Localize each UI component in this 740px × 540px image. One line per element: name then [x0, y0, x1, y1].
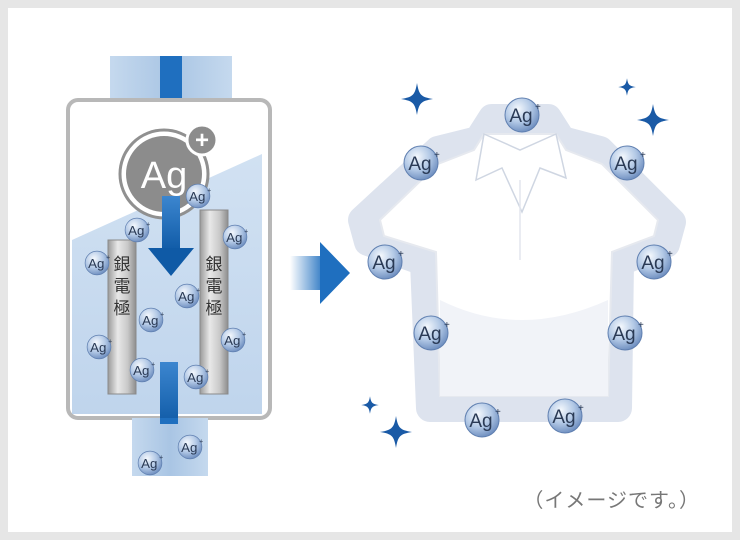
silver-ion: Ag+ — [367, 244, 404, 280]
silver-ion: Ag+ — [138, 307, 164, 333]
chamber-ions: Ag+Ag+Ag+Ag+Ag+Ag+Ag+Ag+Ag+Ag+Ag+Ag+ — [84, 183, 248, 476]
silver-ion: Ag+ — [413, 315, 450, 351]
ion-label: Ag — [612, 324, 635, 345]
ion-charge: + — [242, 332, 246, 339]
ion-charge: + — [638, 320, 644, 331]
ion-charge: + — [244, 229, 248, 236]
ion-label: Ag — [509, 106, 532, 127]
arrow-right-icon — [290, 242, 350, 304]
ion-charge: + — [667, 249, 673, 260]
electrode-label-right-3: 極 — [206, 299, 223, 319]
ion-charge: + — [535, 102, 541, 113]
silver-ion: Ag+ — [220, 327, 246, 353]
ion-label: Ag — [187, 370, 203, 385]
ion-label: Ag — [408, 154, 431, 175]
ion-label: Ag — [142, 313, 158, 328]
ion-charge: + — [196, 288, 200, 295]
caption: （イメージです。） — [523, 488, 700, 512]
silver-ion: Ag+ — [183, 364, 209, 390]
ion-generator: 銀 電 極 銀 電 極 Ag + Ag+Ag+Ag+Ag+Ag+Ag+Ag+Ag… — [66, 56, 272, 476]
sparkle-icon — [401, 83, 433, 115]
silver-ion: Ag+ — [636, 244, 673, 280]
ion-charge: + — [205, 369, 209, 376]
silver-ion: Ag+ — [84, 250, 110, 276]
ion-charge: + — [398, 249, 404, 260]
ion-charge: + — [160, 312, 164, 319]
silver-symbol-text: Ag — [141, 155, 187, 197]
ion-label: Ag — [189, 189, 205, 204]
ion-charge: + — [146, 222, 150, 229]
sparkle-icon — [380, 416, 412, 448]
electrode-label-left-1: 銀 — [114, 255, 131, 275]
ion-charge: + — [108, 339, 112, 346]
ion-label: Ag — [133, 363, 149, 378]
ion-charge: + — [434, 150, 440, 161]
sparkle-icon — [361, 396, 379, 414]
ion-label: Ag — [372, 253, 395, 274]
silver-ion: Ag+ — [504, 97, 541, 133]
shirt-collar — [475, 132, 568, 214]
ion-label: Ag — [224, 333, 240, 348]
sparkle-icon — [637, 104, 669, 136]
shirt-shading — [440, 300, 608, 396]
silver-symbol: Ag + — [118, 123, 219, 220]
ion-charge: + — [151, 362, 155, 369]
silver-ion: Ag+ — [609, 145, 646, 181]
ion-charge: + — [495, 407, 501, 418]
ion-label: Ag — [418, 324, 441, 345]
shirt-illustration — [348, 104, 686, 422]
ion-label: Ag — [552, 407, 575, 428]
ion-label: Ag — [641, 253, 664, 274]
electrode-label-right-1: 銀 — [206, 255, 223, 275]
ion-charge: + — [578, 403, 584, 414]
silver-ion: Ag+ — [547, 398, 584, 434]
electrode-label-left-2: 電 — [114, 277, 131, 297]
electrode-label-left-3: 極 — [114, 299, 131, 319]
silver-ion: Ag+ — [185, 183, 211, 209]
ion-charge: + — [207, 188, 211, 195]
silver-ion: Ag+ — [137, 450, 163, 476]
silver-ion: Ag+ — [129, 357, 155, 383]
ion-label: Ag — [469, 411, 492, 432]
silver-ion: Ag+ — [86, 334, 112, 360]
silver-symbol-charge: + — [195, 127, 209, 154]
ion-label: Ag — [128, 223, 144, 238]
shirt-ions: Ag+Ag+Ag+Ag+Ag+Ag+Ag+Ag+Ag+ — [367, 97, 673, 438]
ion-charge: + — [444, 320, 450, 331]
ion-charge: + — [159, 455, 163, 462]
ion-charge: + — [199, 439, 203, 446]
ion-label: Ag — [226, 230, 242, 245]
ion-label: Ag — [88, 256, 104, 271]
silver-ion: Ag+ — [177, 434, 203, 460]
sparkle-icon — [618, 78, 636, 96]
ion-charge: + — [106, 255, 110, 262]
outlet-flow — [160, 418, 178, 424]
ion-label: Ag — [181, 440, 197, 455]
ion-label: Ag — [90, 340, 106, 355]
ion-label: Ag — [178, 289, 194, 304]
silver-ion: Ag+ — [174, 283, 200, 309]
ion-label: Ag — [141, 456, 157, 471]
arrow-down-icon — [148, 196, 194, 276]
ion-charge: + — [640, 150, 646, 161]
silver-ion: Ag+ — [464, 402, 501, 438]
ion-label: Ag — [614, 154, 637, 175]
silver-ion: Ag+ — [607, 315, 644, 351]
silver-ion: Ag+ — [222, 224, 248, 250]
silver-ion: Ag+ — [124, 217, 150, 243]
silver-ion: Ag+ — [403, 145, 440, 181]
electrode-label-right-2: 電 — [206, 277, 223, 297]
inlet-flow-icon — [160, 56, 182, 100]
